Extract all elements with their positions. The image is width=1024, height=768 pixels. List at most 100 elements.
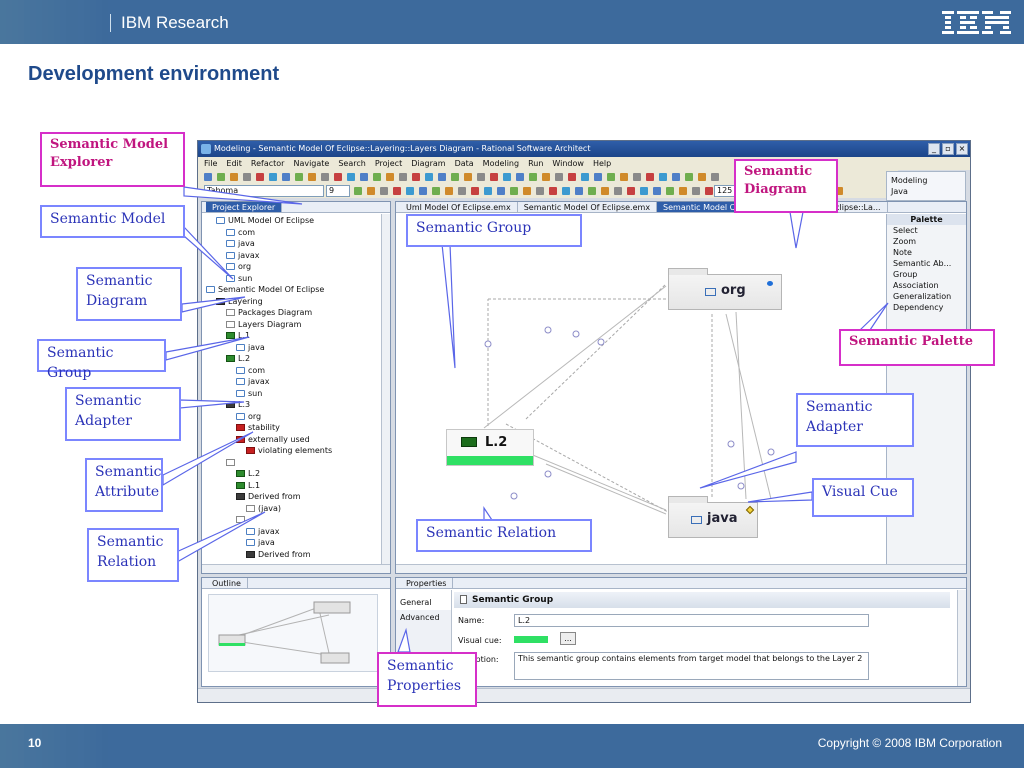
menu-item-refactor[interactable]: Refactor	[250, 159, 285, 168]
toolbar-button-icon[interactable]	[627, 187, 635, 195]
toolbar-button-icon[interactable]	[588, 187, 596, 195]
menu-item-data[interactable]: Data	[454, 159, 474, 168]
toolbar-button-icon[interactable]	[334, 173, 342, 181]
toolbar-button-icon[interactable]	[295, 173, 303, 181]
palette-item-group[interactable]: Group	[893, 270, 918, 279]
toolbar-button-icon[interactable]	[705, 187, 713, 195]
toolbar-button-icon[interactable]	[555, 173, 563, 181]
tree-node[interactable]: com	[206, 227, 332, 239]
tree-node[interactable]: violating elements	[206, 445, 332, 457]
section-advanced[interactable]: Advanced	[400, 613, 440, 622]
toolbar-button-icon[interactable]	[269, 173, 277, 181]
toolbar-button-icon[interactable]	[204, 173, 212, 181]
menu-item-run[interactable]: Run	[528, 159, 544, 168]
menu-item-navigate[interactable]: Navigate	[293, 159, 330, 168]
properties-vertical-scrollbar[interactable]	[957, 590, 966, 686]
toolbar-button-icon[interactable]	[484, 187, 492, 195]
tree-node[interactable]: com	[206, 365, 332, 377]
close-button[interactable]: ×	[956, 143, 968, 155]
tree-node[interactable]: java	[206, 342, 332, 354]
toolbar-button-icon[interactable]	[217, 173, 225, 181]
menu-item-edit[interactable]: Edit	[226, 159, 242, 168]
toolbar-button-icon[interactable]	[458, 187, 466, 195]
palette-item-generalization[interactable]: Generalization	[893, 292, 952, 301]
toolbar-button-icon[interactable]	[477, 173, 485, 181]
toolbar-button-icon[interactable]	[562, 187, 570, 195]
toolbar-button-icon[interactable]	[523, 187, 531, 195]
name-field[interactable]: L.2	[514, 614, 869, 627]
menu-item-search[interactable]: Search	[338, 159, 366, 168]
tree-node[interactable]: org	[206, 411, 332, 423]
palette-item-zoom[interactable]: Zoom	[893, 237, 917, 246]
tree-node[interactable]: Layers Diagram	[206, 319, 332, 331]
toolbar-button-icon[interactable]	[601, 187, 609, 195]
editor-horizontal-scrollbar[interactable]	[396, 564, 966, 573]
toolbar-button-icon[interactable]	[698, 173, 706, 181]
tree-node[interactable]: javax	[206, 250, 332, 262]
toolbar-button-icon[interactable]	[510, 187, 518, 195]
tree-node[interactable]: (java)	[206, 503, 332, 515]
tree-node[interactable]: stability	[206, 422, 332, 434]
tree-node[interactable]	[206, 457, 332, 469]
menu-item-help[interactable]: Help	[592, 159, 612, 168]
toolbar-button-icon[interactable]	[367, 187, 375, 195]
toolbar-button-icon[interactable]	[471, 187, 479, 195]
toolbar-button-icon[interactable]	[633, 173, 641, 181]
toolbar-button-icon[interactable]	[490, 173, 498, 181]
restore-button[interactable]: ▫	[942, 143, 954, 155]
toolbar-button-icon[interactable]	[835, 187, 843, 195]
tree-node[interactable]: Semantic Model Of Eclipse	[206, 284, 332, 296]
toolbar-button-icon[interactable]	[419, 187, 427, 195]
tab-project-explorer[interactable]: Project Explorer	[206, 202, 283, 212]
toolbar-button-icon[interactable]	[445, 187, 453, 195]
toolbar-button-icon[interactable]	[360, 173, 368, 181]
menu-item-window[interactable]: Window	[552, 159, 584, 168]
toolbar-button-icon[interactable]	[620, 173, 628, 181]
toolbar-button-icon[interactable]	[568, 173, 576, 181]
palette-item-dependency[interactable]: Dependency	[893, 303, 944, 312]
toolbar-button-icon[interactable]	[412, 173, 420, 181]
perspective-modeling[interactable]: Modeling	[891, 176, 928, 185]
toolbar-button-icon[interactable]	[282, 173, 290, 181]
tree-node[interactable]: javax	[206, 376, 332, 388]
toolbar-button-icon[interactable]	[575, 187, 583, 195]
toolbar-button-icon[interactable]	[256, 173, 264, 181]
tab-outline[interactable]: Outline	[206, 578, 248, 588]
toolbar-button-icon[interactable]	[666, 187, 674, 195]
font-select[interactable]: Tahoma	[204, 185, 324, 197]
toolbar-button-icon[interactable]	[464, 173, 472, 181]
semantic-group-l2[interactable]: L.2	[446, 429, 534, 466]
diagram-canvas[interactable]: org L.2 java	[396, 214, 886, 564]
tree-node[interactable]: java	[206, 537, 332, 549]
tree-node[interactable]: javax	[206, 526, 332, 538]
toolbar-button-icon[interactable]	[406, 187, 414, 195]
toolbar-button-icon[interactable]	[380, 187, 388, 195]
toolbar-button-icon[interactable]	[536, 187, 544, 195]
toolbar-button-icon[interactable]	[692, 187, 700, 195]
palette-item-association[interactable]: Association	[893, 281, 939, 290]
explorer-horizontal-scrollbar[interactable]	[202, 564, 390, 573]
package-java[interactable]: java	[668, 496, 758, 538]
description-field[interactable]: This semantic group contains elements fr…	[514, 652, 869, 680]
toolbar-button-icon[interactable]	[653, 187, 661, 195]
toolbar-button-icon[interactable]	[399, 173, 407, 181]
toolbar-button-icon[interactable]	[354, 187, 362, 195]
tree-node[interactable]: L.2	[206, 468, 332, 480]
toolbar-button-icon[interactable]	[386, 173, 394, 181]
tree-node[interactable]: L.2	[206, 353, 332, 365]
toolbar-button-icon[interactable]	[646, 173, 654, 181]
toolbar-button-icon[interactable]	[308, 173, 316, 181]
toolbar-button-icon[interactable]	[542, 173, 550, 181]
toolbar-button-icon[interactable]	[497, 187, 505, 195]
tree-node[interactable]: Packages Diagram	[206, 307, 332, 319]
tab-properties[interactable]: Properties	[400, 578, 454, 588]
toolbar-button-icon[interactable]	[529, 173, 537, 181]
font-size-select[interactable]: 9	[326, 185, 350, 197]
toolbar-button-icon[interactable]	[549, 187, 557, 195]
visual-cue-picker-button[interactable]: ...	[560, 632, 576, 645]
menu-item-project[interactable]: Project	[374, 159, 403, 168]
tree-node[interactable]: UML Model Of Eclipse	[206, 215, 332, 227]
toolbar-button-icon[interactable]	[659, 173, 667, 181]
tree-node[interactable]: Derived from	[206, 491, 332, 503]
tree-node[interactable]: sun	[206, 273, 332, 285]
